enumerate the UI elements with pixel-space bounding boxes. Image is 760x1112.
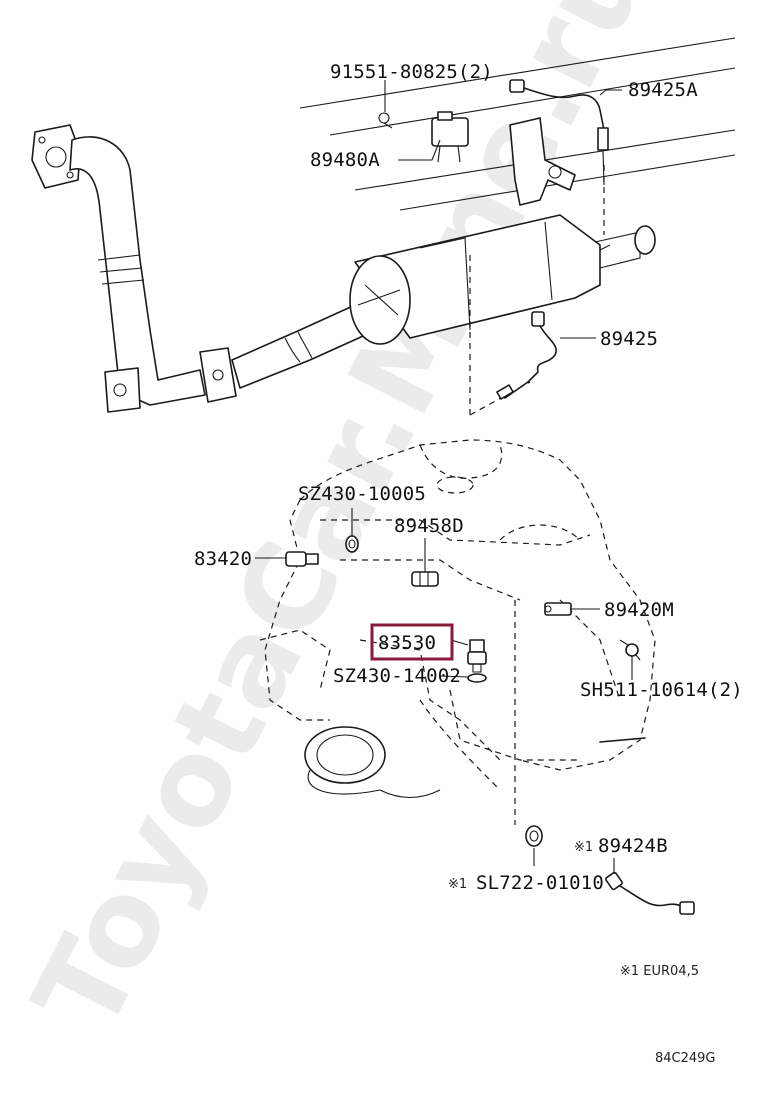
footnote: ※1 EUR04,5: [620, 964, 699, 979]
callout-89480A[interactable]: 89480A: [310, 149, 380, 171]
pressure-sensor-89480A: [378, 111, 469, 163]
sensor-89420M: [544, 602, 572, 616]
converter-body: [354, 214, 601, 339]
gasket-SZ430-14002: [467, 673, 487, 683]
sensor-89424B: [605, 871, 695, 915]
highlight-box: [370, 623, 454, 661]
sensor-89458D: [411, 571, 439, 587]
callout-89458D[interactable]: 89458D: [394, 515, 464, 537]
callouts: 91551-80825(2) 89425A 89480A 89425 SZ430…: [194, 61, 743, 894]
callout-89424B[interactable]: 89424B: [598, 835, 668, 857]
callout-89425A[interactable]: 89425A: [628, 79, 698, 101]
lower-flange: [104, 367, 141, 413]
exhaust-system: [31, 37, 736, 420]
callout-SZ430-10005[interactable]: SZ430-10005: [298, 483, 426, 505]
callout-SH511-10614[interactable]: SH511-10614(2): [580, 679, 743, 701]
temp-sensor-89425A: [509, 79, 609, 186]
gasket-SZ430-10005: [345, 535, 359, 553]
frame-rail: [299, 37, 736, 109]
callout-89425[interactable]: 89425: [600, 328, 658, 350]
diagram-code: 84C249G: [655, 1051, 716, 1066]
callout-91551-80825[interactable]: 91551-80825(2): [330, 61, 493, 83]
bolt-SH511: [619, 639, 641, 661]
leader-lines: [255, 80, 633, 874]
engine-block: [259, 439, 656, 825]
callout-89424B-mark: ※1: [574, 840, 593, 855]
switch-83530: [467, 639, 487, 683]
sensor-83420: [285, 551, 319, 567]
callout-89420M[interactable]: 89420M: [604, 599, 674, 621]
callout-83530[interactable]: 83530: [378, 632, 436, 654]
front-pipe: [69, 136, 206, 406]
callout-SL722-mark: ※1: [448, 877, 467, 892]
callout-SL722-01010[interactable]: SL722-01010: [476, 872, 604, 894]
gasket-SL722-01010: [525, 825, 543, 847]
exhaust-bracket: [509, 117, 576, 206]
callout-SZ430-14002[interactable]: SZ430-14002: [333, 665, 461, 687]
temp-sensor-89425: [496, 311, 557, 400]
callout-83420[interactable]: 83420: [194, 548, 252, 570]
